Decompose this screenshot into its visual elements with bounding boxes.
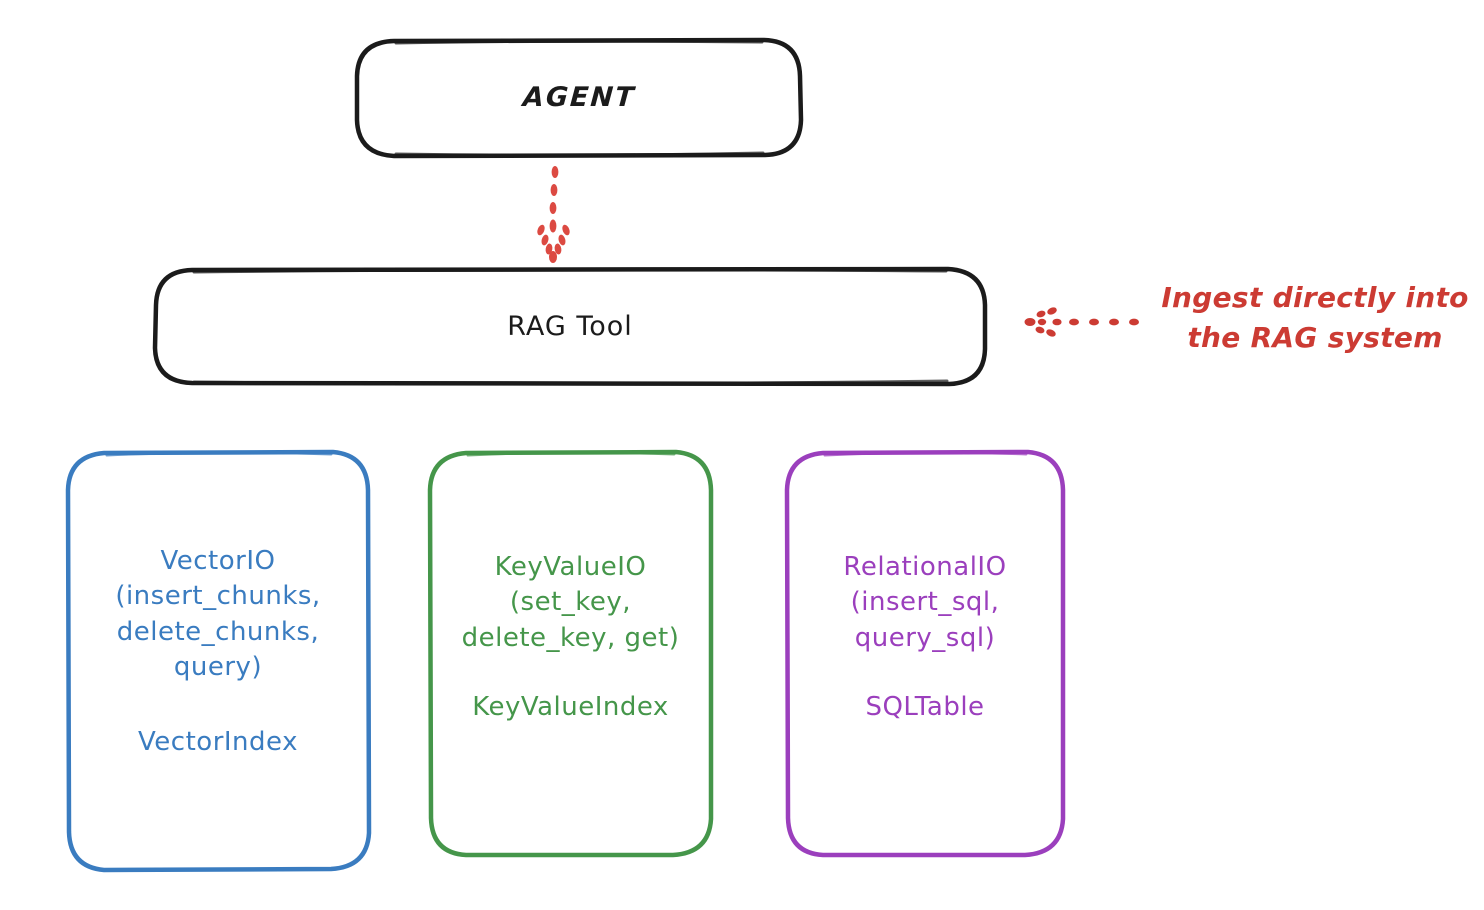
keyvalue-io-box-outline [427,449,714,858]
rag-tool-node[interactable]: RAG Tool [155,269,985,384]
relational-io-box-outline [784,449,1066,858]
agent-node[interactable]: AGENT [357,40,801,156]
vector-io-api-label: VectorIO (insert_chunks, delete_chunks, … [115,546,321,683]
keyvalue-io-api-label: KeyValueIO (set_key, delete_key, get) [461,552,680,653]
relational-io-api-label: RelationalIO (insert_sql, query_sql) [843,552,1007,653]
keyvalue-io-node[interactable]: KeyValueIO (set_key, delete_key, get) Ke… [430,452,711,855]
keyvalue-index-label: KeyValueIndex [472,692,669,723]
vector-io-box-outline [65,449,372,873]
ingest-to-rag-tool-arrow [1024,307,1139,337]
agent-box-outline [354,37,804,159]
vector-io-node[interactable]: VectorIO (insert_chunks, delete_chunks, … [68,452,368,870]
sql-table-label: SQLTable [865,692,985,723]
agent-to-rag-tool-arrow [537,166,570,263]
ingest-annotation-text: Ingest directly into the RAG system [1161,281,1469,354]
rag-tool-label: RAG Tool [507,310,633,342]
rag-tool-box-outline [152,266,988,387]
relational-io-node[interactable]: RelationalIO (insert_sql, query_sql) SQL… [787,452,1063,855]
agent-label: AGENT [521,82,637,114]
vector-index-label: VectorIndex [138,727,298,758]
